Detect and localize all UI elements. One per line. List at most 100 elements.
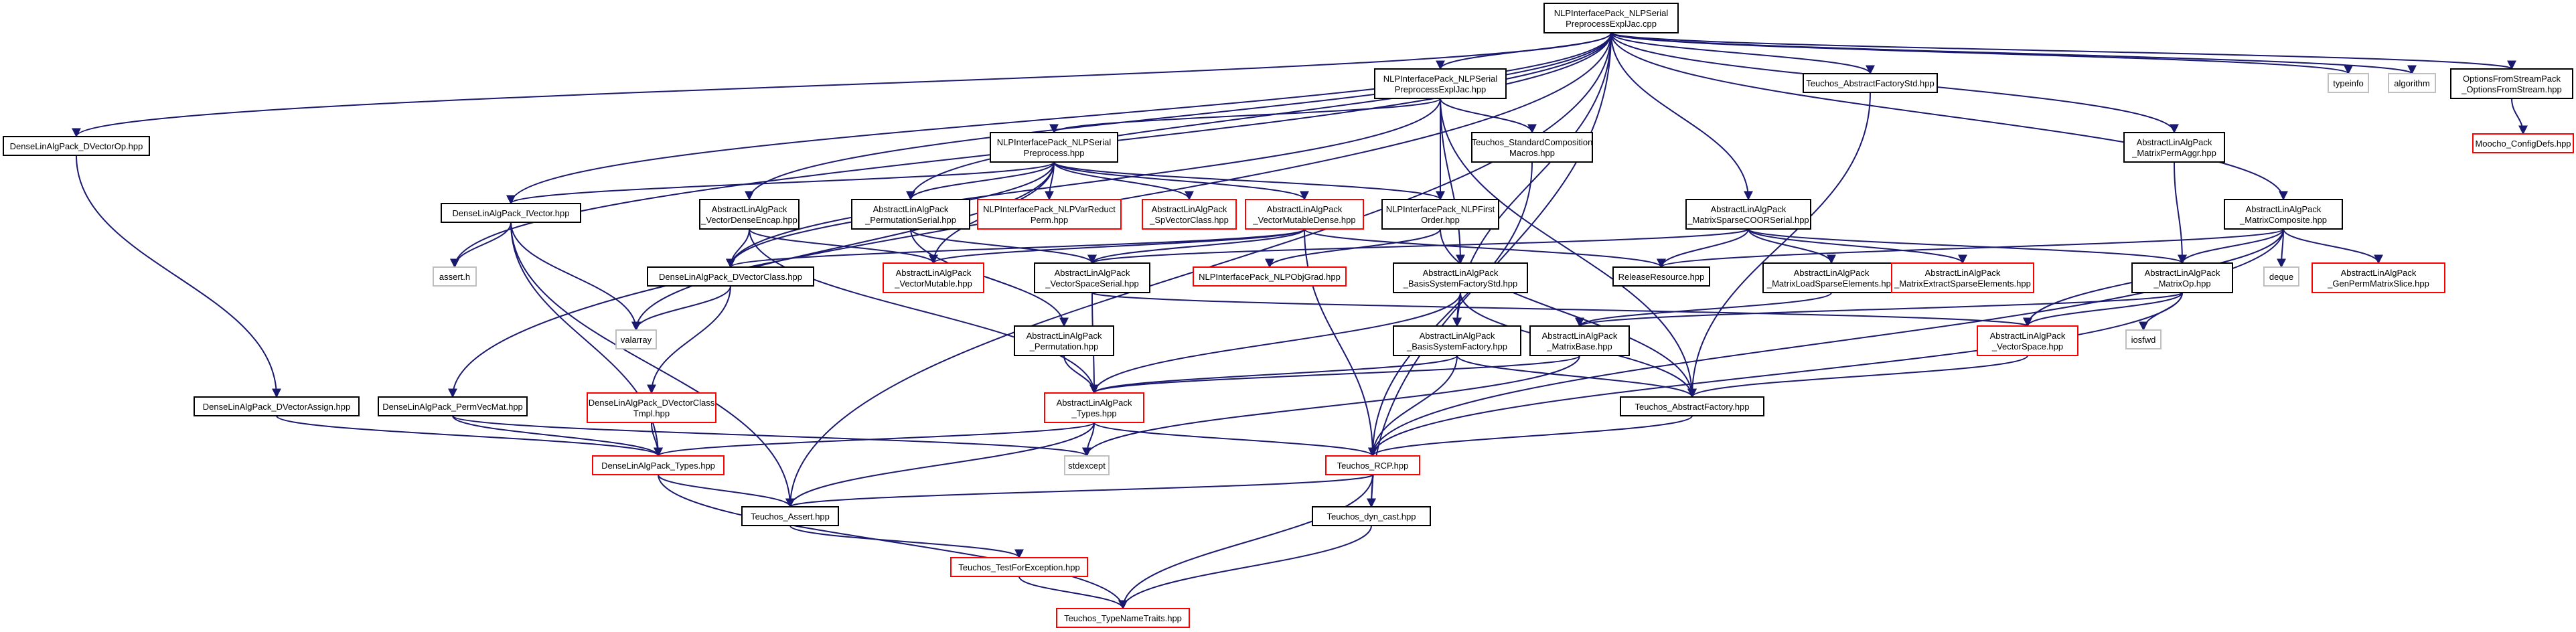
node-dla_types[interactable]: DenseLinAlgPack_Types.hpp bbox=[592, 455, 725, 475]
node-taf[interactable]: Teuchos_AbstractFactory.hpp bbox=[1620, 396, 1764, 416]
node-iosfwd[interactable]: iosfwd bbox=[2125, 329, 2162, 349]
edge-root-to-msc bbox=[1610, 32, 1753, 201]
node-label: AbstractLinAlgPack bbox=[1027, 331, 1102, 341]
node-label: deque bbox=[2269, 272, 2293, 282]
node-box bbox=[378, 396, 528, 416]
node-tassert[interactable]: Teuchos_Assert.hpp bbox=[741, 506, 839, 526]
edge-vmd-to-vss bbox=[1087, 228, 1305, 264]
node-dvassign[interactable]: DenseLinAlgPack_DVectorAssign.hpp bbox=[194, 396, 360, 416]
node-gpms[interactable]: AbstractLinAlgPack_GenPermMatrixSlice.hp… bbox=[2312, 262, 2445, 293]
edge-vmd-to-relres bbox=[1304, 228, 1666, 268]
node-label: _SpVectorClass.hpp bbox=[1149, 215, 1229, 225]
node-vmut[interactable]: AbstractLinAlgPack_VectorMutable.hpp bbox=[883, 262, 984, 293]
node-label: AbstractLinAlgPack bbox=[1925, 268, 2001, 278]
edge-nps_hpp-to-ivector bbox=[506, 161, 1055, 205]
node-mcomp[interactable]: AbstractLinAlgPack_MatrixComposite.hpp bbox=[2224, 199, 2343, 230]
node-valarray[interactable]: valarray bbox=[615, 329, 657, 349]
node-root[interactable]: NLPInterfacePack_NLPSerialPreprocessExpl… bbox=[1543, 3, 1679, 33]
edge-root-to-vde bbox=[745, 32, 1612, 201]
node-box bbox=[851, 199, 970, 230]
node-box bbox=[1142, 199, 1237, 230]
node-label: typeinfo bbox=[2333, 78, 2364, 88]
node-box bbox=[1374, 68, 1507, 99]
edge-ivector-to-valarray bbox=[510, 222, 641, 331]
node-label: AbstractLinAlgPack bbox=[1152, 204, 1227, 214]
edge-npe_hpp-to-dvclass bbox=[726, 98, 1441, 268]
node-label: _MatrixSparseCOORSerial.hpp bbox=[1687, 215, 1809, 225]
node-tafs[interactable]: Teuchos_AbstractFactoryStd.hpp bbox=[1803, 73, 1938, 93]
node-perm[interactable]: AbstractLinAlgPack_Permutation.hpp bbox=[1014, 325, 1114, 356]
edge-bsf-to-ala_types bbox=[1089, 355, 1458, 394]
node-label: Moocho_ConfigDefs.hpp bbox=[2475, 139, 2571, 149]
node-label: AbstractLinAlgPack bbox=[1420, 331, 1495, 341]
node-msc[interactable]: AbstractLinAlgPack_MatrixSparseCOORSeria… bbox=[1685, 199, 1811, 230]
edge-npe_hpp-to-tscm bbox=[1440, 98, 1537, 134]
node-mlse[interactable]: AbstractLinAlgPack_MatrixLoadSparseEleme… bbox=[1762, 262, 1900, 293]
node-box bbox=[2450, 68, 2573, 99]
node-deque[interactable]: deque bbox=[2263, 266, 2299, 287]
node-box bbox=[592, 455, 725, 475]
node-box bbox=[2125, 329, 2162, 349]
node-label: AbstractLinAlgPack bbox=[2137, 137, 2212, 147]
node-tdc[interactable]: Teuchos_dyn_cast.hpp bbox=[1312, 506, 1431, 526]
node-relres[interactable]: ReleaseResource.hpp bbox=[1612, 266, 1710, 287]
node-mbase[interactable]: AbstractLinAlgPack_MatrixBase.hpp bbox=[1529, 325, 1630, 356]
edge-vmd-to-vmut bbox=[929, 228, 1305, 264]
node-vmd[interactable]: AbstractLinAlgPack_VectorMutableDense.hp… bbox=[1245, 199, 1364, 230]
node-label: DenseLinAlgPack_DVectorOp.hpp bbox=[10, 141, 143, 151]
node-label: Teuchos_dyn_cast.hpp bbox=[1327, 511, 1416, 522]
node-matop[interactable]: AbstractLinAlgPack_MatrixOp.hpp bbox=[2131, 262, 2233, 293]
node-dvop[interactable]: DenseLinAlgPack_DVectorOp.hpp bbox=[3, 136, 150, 156]
node-ttfe[interactable]: Teuchos_TestForException.hpp bbox=[950, 557, 1088, 577]
node-rcp[interactable]: Teuchos_RCP.hpp bbox=[1325, 455, 1420, 475]
node-pvm[interactable]: DenseLinAlgPack_PermVecMat.hpp bbox=[378, 396, 528, 416]
node-box bbox=[699, 199, 800, 230]
edge-ivector-to-tassert bbox=[510, 222, 795, 508]
node-algorithm[interactable]: algorithm bbox=[2388, 73, 2436, 93]
node-label: _MatrixComposite.hpp bbox=[2239, 215, 2327, 225]
node-vde[interactable]: AbstractLinAlgPack_VectorDenseEncap.hpp bbox=[699, 199, 800, 230]
edge-mcomp-to-relres bbox=[1657, 228, 2284, 268]
node-box bbox=[1312, 506, 1431, 526]
node-bsfs[interactable]: AbstractLinAlgPack_BasisSystemFactoryStd… bbox=[1393, 262, 1528, 293]
node-bsf[interactable]: AbstractLinAlgPack_BasisSystemFactory.hp… bbox=[1393, 325, 1521, 356]
node-mese[interactable]: AbstractLinAlgPack_MatrixExtractSparseEl… bbox=[1891, 262, 2034, 293]
node-label: NLPInterfacePack_NLPSerial bbox=[997, 137, 1112, 147]
node-vspace[interactable]: AbstractLinAlgPack_VectorSpace.hpp bbox=[1977, 325, 2078, 356]
edge-taf-to-rcp bbox=[1368, 415, 1693, 457]
node-spvc[interactable]: AbstractLinAlgPack_SpVectorClass.hpp bbox=[1142, 199, 1237, 230]
node-label: _VectorSpace.hpp bbox=[1991, 341, 2063, 351]
node-dvclass[interactable]: DenseLinAlgPack_DVectorClass.hpp bbox=[647, 266, 814, 287]
node-npe_hpp[interactable]: NLPInterfacePack_NLPSerialPreprocessExpl… bbox=[1374, 68, 1507, 99]
node-label: AbstractLinAlgPack bbox=[2246, 204, 2322, 214]
node-label: NLPInterfacePack_NLPSerial bbox=[1383, 74, 1498, 84]
edge-dvclass-to-dvct bbox=[647, 285, 731, 394]
node-label: PreprocessExplJac.hpp bbox=[1395, 84, 1487, 94]
node-label: iosfwd bbox=[2131, 335, 2156, 345]
node-typeinfo[interactable]: typeinfo bbox=[2328, 73, 2369, 93]
node-permser[interactable]: AbstractLinAlgPack_PermutationSerial.hpp bbox=[851, 199, 970, 230]
edge-vde-to-vmut bbox=[749, 228, 938, 264]
node-stdexcept[interactable]: stdexcept bbox=[1064, 455, 1110, 475]
node-vss[interactable]: AbstractLinAlgPack_VectorSpaceSerial.hpp bbox=[1034, 262, 1150, 293]
edge-vspace-to-taf bbox=[1687, 355, 2028, 398]
node-ala_types[interactable]: AbstractLinAlgPack_Types.hpp bbox=[1044, 392, 1144, 423]
edge-mpa-to-matop bbox=[2174, 161, 2187, 264]
node-label: AbstractLinAlgPack bbox=[1794, 268, 1870, 278]
node-label: _MatrixExtractSparseElements.hpp bbox=[1894, 279, 2031, 289]
node-nog[interactable]: NLPInterfacePack_NLPObjGrad.hpp bbox=[1193, 266, 1347, 287]
node-asserth[interactable]: assert.h bbox=[433, 266, 477, 287]
edge-ttfe-to-ttnt bbox=[1018, 576, 1128, 610]
node-ofsp[interactable]: OptionsFromStreamPack_OptionsFromStream.… bbox=[2450, 68, 2573, 99]
node-label: AbstractLinAlgPack bbox=[1055, 268, 1130, 278]
node-ttnt[interactable]: Teuchos_TypeNameTraits.hpp bbox=[1056, 608, 1190, 628]
node-ivector[interactable]: DenseLinAlgPack_IVector.hpp bbox=[441, 203, 581, 223]
node-box bbox=[433, 266, 477, 287]
node-moocho[interactable]: Moocho_ConfigDefs.hpp bbox=[2472, 133, 2574, 153]
node-mpa[interactable]: AbstractLinAlgPack_MatrixPermAggr.hpp bbox=[2123, 132, 2225, 163]
